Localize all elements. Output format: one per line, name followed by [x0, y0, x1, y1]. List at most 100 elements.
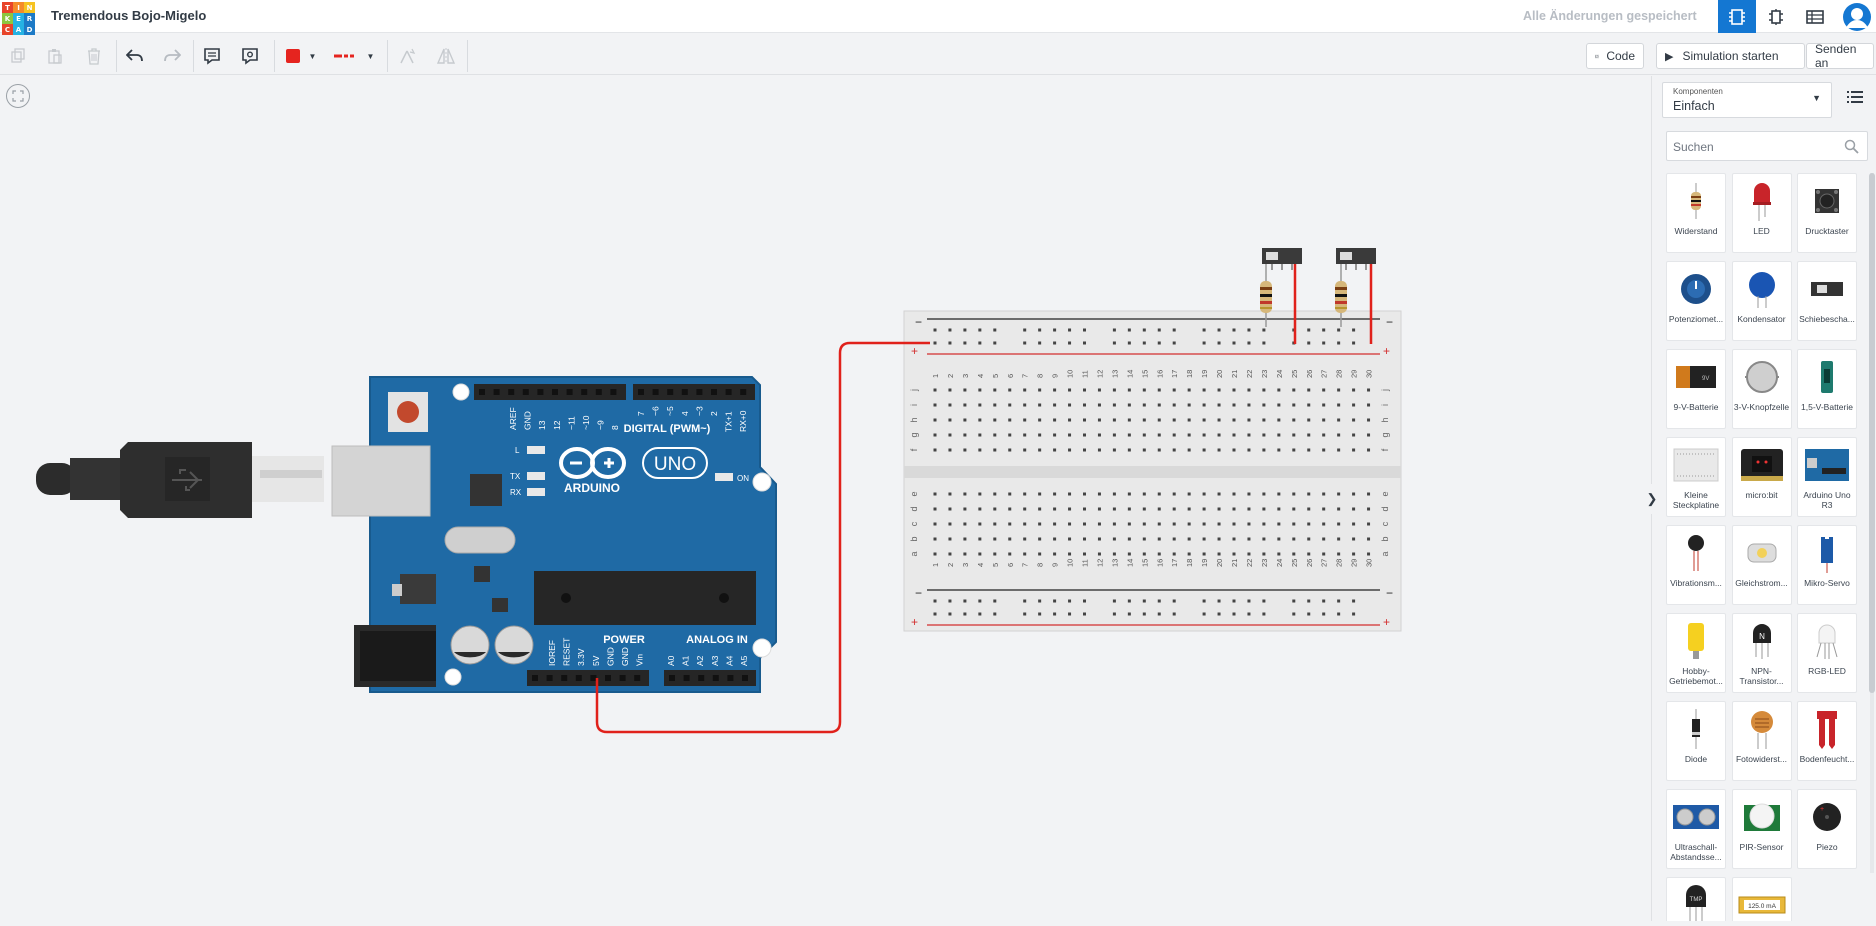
component-card[interactable]: Vibrationsm... — [1666, 525, 1726, 605]
row-label: c — [1380, 521, 1390, 526]
tx-led-label: TX — [510, 472, 521, 481]
zoom-to-fit-button[interactable] — [6, 84, 30, 108]
undo-button[interactable] — [120, 41, 150, 71]
note-button[interactable] — [197, 41, 227, 71]
row-label: i — [1380, 404, 1390, 406]
component-card[interactable]: Schiebescha... — [1797, 261, 1857, 341]
component-card[interactable]: Fotowiderst... — [1731, 701, 1792, 781]
component-name: Arduino Uno R3 — [1803, 490, 1851, 510]
slide-switch-2[interactable] — [1336, 248, 1376, 270]
component-card[interactable]: PIR-Sensor — [1731, 789, 1792, 869]
search-input[interactable] — [1673, 137, 1833, 157]
component-name: Drucktaster — [1805, 226, 1849, 236]
panel-collapse-toggle[interactable]: ❯ — [1647, 484, 1657, 514]
usb-cable[interactable] — [36, 442, 324, 518]
wire-5v-to-rail[interactable] — [595, 341, 930, 734]
delete-button[interactable] — [79, 41, 109, 71]
arduino-uno-board[interactable]: UNO ARDUINO DIGITAL (PWM~) POWER ANALOG … — [331, 376, 777, 693]
project-title[interactable]: Tremendous Bojo-Migelo — [51, 8, 207, 23]
resistor-2[interactable] — [1335, 264, 1347, 327]
send-label: Senden an — [1815, 42, 1857, 70]
component-thumbnail — [1667, 532, 1725, 574]
pin-label: 13 — [537, 420, 547, 430]
user-avatar[interactable] — [1838, 0, 1876, 33]
panel-scrollbar[interactable] — [1869, 173, 1875, 873]
circuit-drawing[interactable]: UNO ARDUINO DIGITAL (PWM~) POWER ANALOG … — [0, 76, 1646, 921]
component-card[interactable]: Kleine Steckplatine — [1666, 437, 1726, 517]
circuit-view-button[interactable] — [1718, 0, 1756, 33]
component-list-button[interactable] — [1796, 0, 1834, 33]
pin-label: RESET — [562, 638, 572, 666]
redo-button[interactable] — [157, 41, 187, 71]
paste-button[interactable] — [40, 41, 70, 71]
column-label: 19 — [1200, 370, 1209, 378]
column-label: 10 — [1066, 559, 1075, 567]
copy-button[interactable] — [3, 41, 33, 71]
slide-switch-1[interactable] — [1262, 248, 1302, 270]
component-card[interactable]: Drucktaster — [1797, 173, 1857, 253]
component-category-select[interactable]: Komponenten Einfach ▼ — [1662, 82, 1832, 118]
component-card[interactable]: 1,5-V-Batterie — [1797, 349, 1857, 429]
resistor-1[interactable] — [1260, 264, 1272, 327]
column-label: 22 — [1245, 370, 1254, 378]
rotate-button[interactable] — [392, 41, 422, 71]
column-label: 23 — [1260, 370, 1269, 378]
notes-visibility-button[interactable] — [235, 41, 265, 71]
component-search[interactable] — [1666, 131, 1868, 161]
component-card[interactable]: micro:bit — [1731, 437, 1792, 517]
component-card[interactable]: Bodenfeucht... — [1797, 701, 1857, 781]
breadboard[interactable]: − − + + − − + + 112233445566778899101011… — [903, 310, 1402, 632]
component-card[interactable]: Kondensator — [1731, 261, 1792, 341]
column-label: 11 — [1081, 559, 1090, 567]
flip-button[interactable] — [431, 41, 461, 71]
wire-type-picker[interactable]: ▼ — [328, 41, 380, 71]
component-card[interactable]: 125.0 mA — [1731, 877, 1792, 921]
send-to-button[interactable]: Senden an — [1806, 42, 1874, 70]
editor-toolbar: ▼ ▼ Code ▶ Simulation starten Senden an — [0, 37, 1876, 75]
row-label: d — [1380, 506, 1390, 511]
component-card[interactable]: Mikro-Servo — [1797, 525, 1857, 605]
scrollbar-thumb[interactable] — [1869, 173, 1875, 693]
row-label: b — [909, 536, 919, 541]
component-card[interactable]: TMP — [1666, 877, 1726, 921]
component-card[interactable]: Hobby-Getriebemot... — [1666, 613, 1726, 693]
schematic-view-button[interactable] — [1757, 0, 1795, 33]
component-card[interactable]: Widerstand — [1666, 173, 1726, 253]
rail-minus-label: − — [915, 315, 922, 329]
column-label: 14 — [1125, 370, 1134, 378]
component-card[interactable]: Gleichstrom... — [1731, 525, 1792, 605]
wire-color-swatch — [285, 49, 300, 63]
component-card[interactable]: 3-V-Knopfzelle — [1731, 349, 1792, 429]
circuit-canvas[interactable]: UNO ARDUINO DIGITAL (PWM~) POWER ANALOG … — [0, 76, 1646, 921]
column-label: 2 — [946, 563, 955, 567]
rail-plus-label: + — [911, 615, 918, 629]
start-simulation-button[interactable]: ▶ Simulation starten — [1656, 43, 1805, 69]
row-label: h — [909, 417, 919, 422]
pin-label: ~3 — [694, 406, 704, 416]
component-card[interactable]: +Piezo — [1797, 789, 1857, 869]
component-card[interactable]: RGB-LED — [1797, 613, 1857, 693]
component-card[interactable]: Arduino Uno R3 — [1797, 437, 1857, 517]
digital-pins-label: DIGITAL (PWM~) — [624, 423, 711, 435]
component-card[interactable]: Diode — [1666, 701, 1726, 781]
code-button[interactable]: Code — [1586, 43, 1644, 69]
component-thumbnail — [1733, 356, 1791, 398]
breadboard-holes[interactable] — [933, 328, 1371, 616]
component-card[interactable]: LED — [1731, 173, 1792, 253]
list-view-icon — [1847, 91, 1863, 103]
note-icon — [204, 48, 220, 65]
component-card[interactable]: Ultraschall-Abstandsse... — [1666, 789, 1726, 869]
pin-label: RX+0 — [738, 410, 748, 432]
wire-color-picker[interactable]: ▼ — [278, 41, 324, 71]
pin-label: A0 — [666, 655, 676, 666]
list-view-toggle[interactable] — [1847, 90, 1865, 106]
column-label: 19 — [1200, 559, 1209, 567]
column-label: 29 — [1350, 370, 1359, 378]
component-name: Fotowiderst... — [1735, 754, 1788, 764]
component-card[interactable]: Potenziomet... — [1666, 261, 1726, 341]
